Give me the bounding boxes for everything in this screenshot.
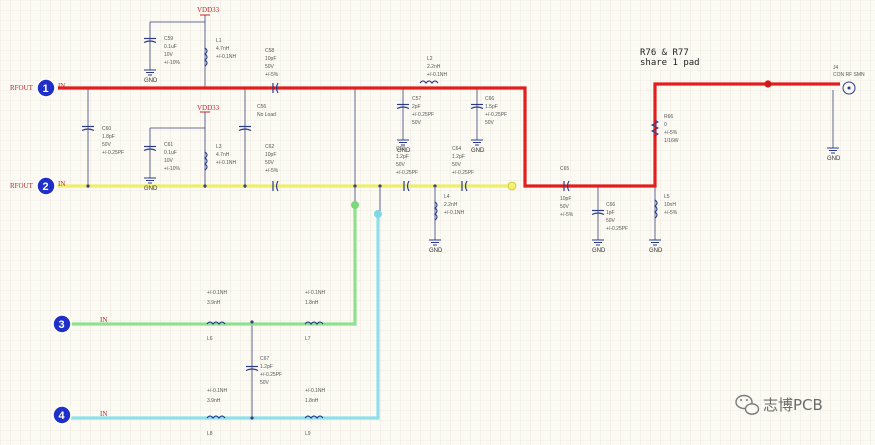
vdd33-top: VDD33 — [197, 6, 220, 14]
note-text: R76 & R77 share 1 pad — [640, 48, 700, 68]
gnd-label: GND — [144, 78, 158, 84]
gnd-label: GND — [397, 148, 411, 154]
net-in-4: IN — [100, 410, 107, 418]
trace-red — [58, 82, 840, 188]
resistor-r66 — [650, 119, 660, 137]
net-labels: RFOUT IN RFOUT IN IN IN — [10, 82, 107, 418]
vdd33-mid: VDD33 — [197, 104, 220, 112]
svg-text:2: 2 — [43, 181, 49, 193]
gnd-label: GND — [144, 186, 158, 192]
marker-4: 4 — [52, 405, 72, 425]
wechat-icon — [735, 394, 760, 415]
inductors — [204, 47, 658, 419]
gnd-label: GND — [649, 248, 663, 254]
note-line-2: share 1 pad — [640, 58, 700, 68]
watermark-text: 志博PCB — [763, 396, 823, 414]
net-rfout-2: RFOUT — [10, 182, 34, 190]
series-capacitors — [272, 82, 570, 192]
gnd-label: GND — [429, 248, 443, 254]
power-rails: VDD33 VDD33 — [197, 6, 220, 113]
net-rfout-1: RFOUT — [10, 84, 34, 92]
gnd-label: GND — [471, 148, 485, 154]
svg-text:1: 1 — [43, 83, 49, 95]
gnd-label: GND — [592, 248, 606, 254]
watermark: 志博PCB — [735, 394, 823, 415]
ground-labels: GND GND GND GND GND GND GND GND — [144, 78, 841, 254]
trace-cyan — [58, 212, 380, 420]
callout-markers: 1 2 3 4 — [36, 78, 72, 425]
net-in-3: IN — [100, 316, 107, 324]
svg-text:4: 4 — [59, 410, 66, 422]
note-line-1: R76 & R77 — [640, 48, 689, 58]
junctions — [86, 80, 772, 420]
svg-text:3: 3 — [59, 319, 65, 331]
marker-1: 1 — [36, 78, 56, 98]
gnd-label: GND — [827, 156, 841, 162]
marker-2: 2 — [36, 176, 56, 196]
connector-j4 — [842, 81, 856, 95]
trace-green — [58, 205, 357, 326]
net-rfout-2-suffix: IN — [58, 180, 65, 188]
marker-3: 3 — [52, 314, 72, 334]
net-rfout-1-suffix: IN — [58, 82, 65, 90]
